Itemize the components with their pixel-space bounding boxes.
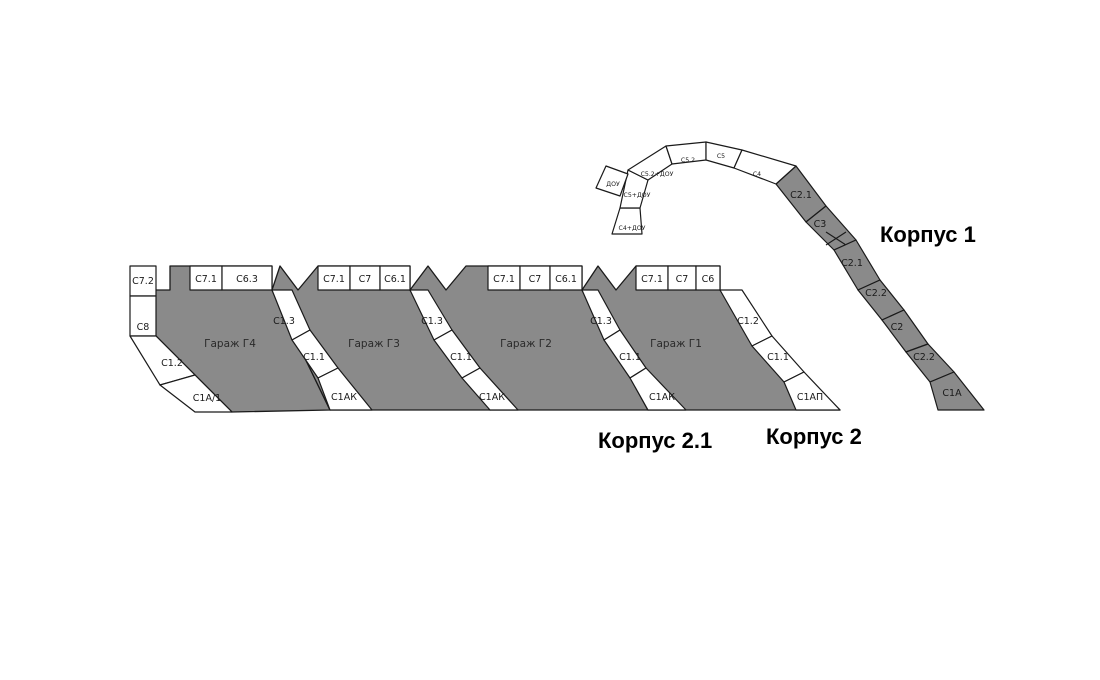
section-label: С7.1: [195, 274, 217, 285]
section-label: С7: [676, 274, 689, 285]
section-c7-2: [129, 265, 157, 297]
section-label: С1.1: [767, 352, 789, 363]
section-c8: [129, 295, 157, 337]
section-label: С1АК: [649, 392, 675, 403]
section-c2: [881, 309, 929, 353]
section-dou: [595, 165, 629, 197]
section-label: С1.3: [421, 316, 443, 327]
section-label: С1А: [942, 388, 962, 399]
garage-g2-label: Гараж Г2: [500, 338, 552, 350]
section-label: С2.1: [841, 258, 863, 269]
section-label: С2: [891, 322, 904, 333]
section-label: С4: [753, 171, 761, 178]
garage-g3-label: Гараж Г3: [348, 338, 400, 350]
section-label: С4+ДОУ: [619, 225, 646, 232]
section-label: ДОУ: [606, 181, 620, 188]
building-label-k2-1: Корпус 2.1: [598, 428, 712, 453]
section-c4: [733, 149, 797, 185]
section-label: С2.1: [790, 190, 812, 201]
section-label: С7.2: [132, 276, 154, 287]
building-label-k2: Корпус 2: [766, 424, 862, 449]
section-label: С7.1: [323, 274, 345, 285]
section-c7-1: [487, 265, 521, 291]
section-label: С1АК: [331, 392, 357, 403]
section-label: С7.1: [641, 274, 663, 285]
section-label: С5: [717, 153, 725, 160]
section-label: С1.2: [737, 316, 759, 327]
garage-g1-label: Гараж Г1: [650, 338, 702, 350]
section-label: С5+ДОУ: [624, 192, 651, 199]
g2-sections: С7.1 С7 С6.1 С1.3 С1.1 С1АК: [409, 265, 583, 411]
section-label: С6.1: [384, 274, 406, 285]
section-c7-1: [635, 265, 669, 291]
section-label: С5.2+ДОУ: [641, 171, 674, 178]
garage-g4-label: Гараж Г4: [204, 338, 256, 350]
section-label: С1АК: [479, 392, 505, 403]
section-c1ak: [629, 367, 687, 411]
g4-sections: С7.2 С7.1 С6.3 С8 С1.2 С1А/1: [129, 265, 273, 413]
section-c6-1: [379, 265, 411, 291]
section-label: С2.2: [913, 352, 935, 363]
section-label: С1.1: [303, 352, 325, 363]
section-c1a: [929, 371, 985, 411]
section-label: С1.2: [161, 358, 183, 369]
section-c1ap: [783, 371, 841, 411]
section-label: С2.2: [865, 288, 887, 299]
section-label: С1.1: [619, 352, 641, 363]
k2-sections: С1.2 С1.1 С1АП: [719, 289, 841, 411]
cross-mark: [825, 231, 847, 246]
section-label: С7: [529, 274, 542, 285]
section-c6-1: [549, 265, 583, 291]
section-label: С6.3: [236, 274, 258, 285]
section-label: С3: [814, 219, 827, 230]
g1-sections: С7.1 С7 С6 С1.3 С1.1 С1АК: [581, 265, 721, 411]
section-c6: [695, 265, 721, 291]
section-c7: [349, 265, 381, 291]
section-label: С1.3: [273, 316, 295, 327]
section-label: С7.1: [493, 274, 515, 285]
section-label: С1.1: [450, 352, 472, 363]
section-label: С1АП: [797, 392, 823, 403]
arc-building: С4+ДОУ С5+ДОУ С5.2+ДОУ С5.2 С5 С4 ДОУ: [595, 141, 797, 235]
section-c6-3: [221, 265, 273, 291]
k1-tower: С2.1 С3 С2.1 С2.2 С2 С2.2 С1А: [775, 165, 985, 411]
building-label-k1: Корпус 1: [880, 222, 976, 247]
section-label: С6.1: [555, 274, 577, 285]
section-c7: [667, 265, 697, 291]
section-c1ak: [317, 367, 373, 411]
section-label: С1.3: [590, 316, 612, 327]
section-label: С1А/1: [193, 393, 221, 404]
section-c1ak: [461, 367, 519, 411]
g3-sections: С7.1 С7 С6.1 С1.3 С1.1 С1АК: [271, 265, 411, 411]
section-label: С7: [359, 274, 372, 285]
section-c7: [519, 265, 551, 291]
section-c1a-1: [159, 374, 233, 413]
section-label: С8: [137, 322, 150, 333]
section-label: С5.2: [681, 157, 695, 164]
section-label: С6: [702, 274, 715, 285]
